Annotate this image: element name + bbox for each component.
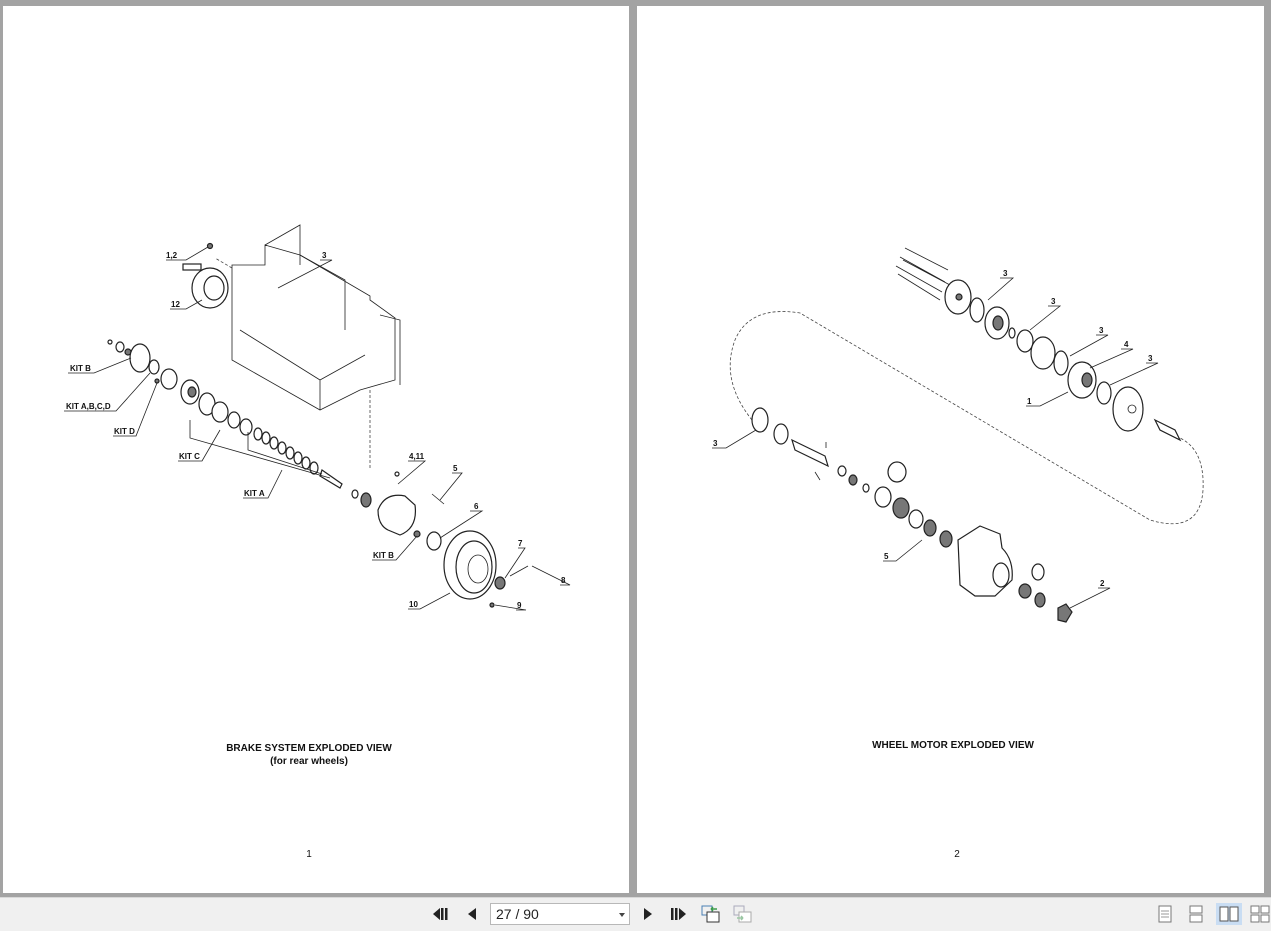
continuous-page-icon	[1189, 905, 1203, 923]
callout-label: 4	[1124, 340, 1129, 349]
current-page-value: 27 / 90	[496, 906, 539, 922]
callout-labels: 1,2 3 12 KIT B KIT A,B,C,D KIT D KIT C K…	[66, 251, 566, 610]
continuous-facing-icon	[1250, 905, 1270, 923]
diagram-subtitle: (for rear wheels)	[270, 756, 348, 767]
next-page-button[interactable]	[637, 903, 659, 925]
callout-label: KIT B	[373, 551, 394, 560]
callout-label: KIT B	[70, 364, 91, 373]
page-number: 1	[306, 849, 312, 860]
disc-stack	[253, 427, 319, 475]
callout-label: 3	[1051, 297, 1056, 306]
bolts	[895, 247, 951, 301]
callout-label: KIT D	[114, 427, 135, 436]
previous-view-icon	[701, 905, 720, 923]
last-page-icon	[671, 908, 686, 920]
assembly-path	[729, 311, 1204, 524]
callout-labels: 3 3 3 4 3 1 3 5 2	[713, 269, 1153, 588]
callout-label: 3	[1003, 269, 1008, 278]
first-page-button[interactable]	[430, 903, 452, 925]
first-page-icon	[433, 908, 448, 920]
callout-label: 5	[884, 552, 889, 561]
next-page-icon	[644, 908, 652, 920]
previous-page-button[interactable]	[461, 903, 483, 925]
document-page-2: 3 3 3 4 3 1 3 5 2 WHEEL MOTOR EXPLODED V…	[637, 6, 1264, 893]
diagram-title: BRAKE SYSTEM EXPLODED VIEW	[226, 743, 392, 754]
page-number-select[interactable]: 27 / 90	[490, 903, 630, 925]
brake-actuator	[182, 242, 229, 309]
wheel-motor-diagram: 3 3 3 4 3 1 3 5 2 WHEEL MOTOR EXPLODED V…	[712, 247, 1204, 860]
previous-view-button[interactable]	[700, 903, 722, 925]
callout-label: 3	[322, 251, 327, 260]
view-continuous-button[interactable]	[1185, 903, 1207, 925]
diagram-title: WHEEL MOTOR EXPLODED VIEW	[872, 740, 1034, 751]
callout-leaders	[712, 277, 1159, 609]
chassis-frame	[214, 224, 401, 470]
brake-parts-chain	[107, 339, 529, 608]
view-single-page-button[interactable]	[1154, 903, 1176, 925]
callout-label: 3	[713, 439, 718, 448]
callout-leaders	[64, 246, 571, 611]
navigation-toolbar: 27 / 90	[0, 897, 1271, 931]
page-number: 2	[954, 849, 960, 860]
callout-label: 12	[171, 300, 180, 309]
callout-label: 9	[517, 601, 522, 610]
motor-top-chain	[944, 279, 1182, 442]
callout-label: 6	[474, 502, 479, 511]
next-view-button[interactable]	[732, 903, 754, 925]
callout-label: 1	[1027, 397, 1032, 406]
callout-label: KIT A	[244, 489, 265, 498]
callout-label: 2	[1100, 579, 1105, 588]
brake-system-diagram: 1,2 3 12 KIT B KIT A,B,C,D KIT D KIT C K…	[64, 224, 571, 860]
previous-page-icon	[468, 908, 476, 920]
callout-label: 3	[1148, 354, 1153, 363]
callout-label: 7	[518, 539, 523, 548]
callout-label: 3	[1099, 326, 1104, 335]
callout-label: 8	[561, 576, 566, 585]
motor-bottom-chain	[751, 407, 1073, 623]
callout-label: 10	[409, 600, 418, 609]
view-facing-button[interactable]	[1216, 903, 1242, 925]
document-page-1: 1,2 3 12 KIT B KIT A,B,C,D KIT D KIT C K…	[3, 6, 629, 893]
view-continuous-facing-button[interactable]	[1249, 903, 1271, 925]
callout-label: KIT A,B,C,D	[66, 402, 111, 411]
chevron-down-icon	[619, 913, 625, 917]
last-page-button[interactable]	[668, 903, 690, 925]
next-view-icon	[733, 905, 752, 923]
callout-label: 5	[453, 464, 458, 473]
facing-pages-icon	[1219, 906, 1239, 922]
callout-label: 4,11	[409, 452, 425, 461]
callout-label: KIT C	[179, 452, 200, 461]
single-page-icon	[1158, 905, 1172, 923]
callout-label: 1,2	[166, 251, 178, 260]
